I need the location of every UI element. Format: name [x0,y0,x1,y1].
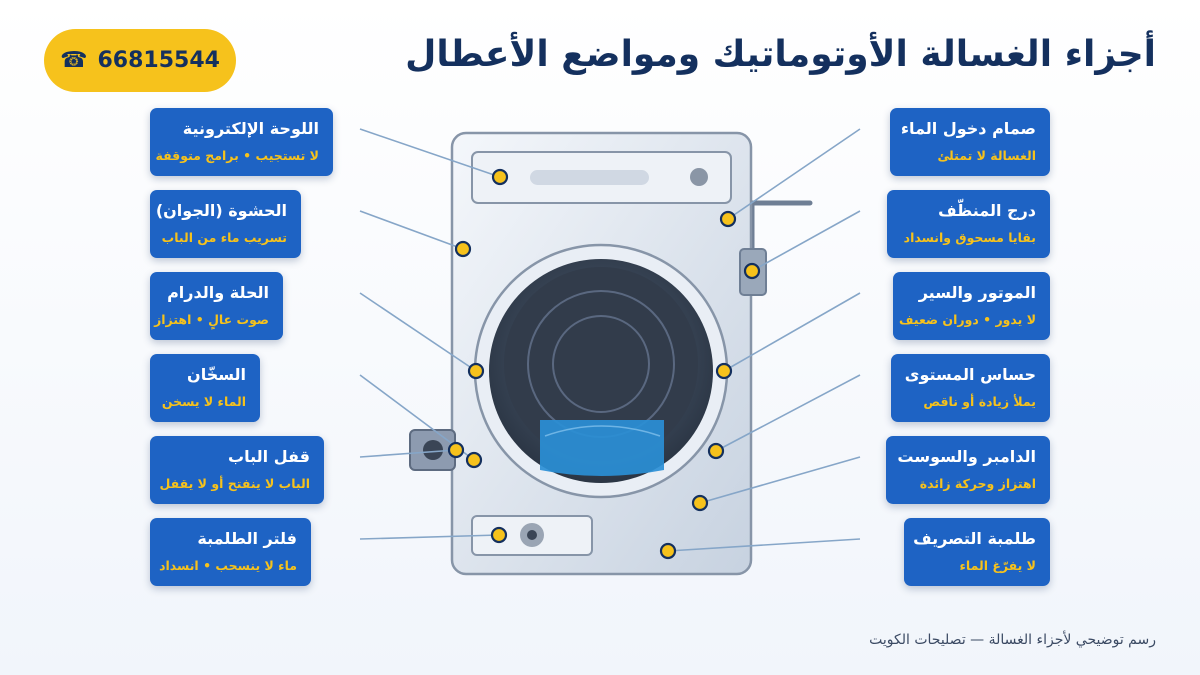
card-fault: الماء لا يسخن [161,394,246,409]
card-fault: لا تستجيب • برامج متوقفة [155,148,319,163]
card-fault: لا يفرّغ الماء [959,558,1036,573]
leader-line [727,128,861,220]
card-inlet-valve: صمام دخول الماء الغسالة لا تمتلئ [890,108,1050,176]
marker-dot-dampers-springs [691,494,709,512]
card-door-lock: قفل الباب الباب لا ينفتح أو لا يقفل [150,436,324,504]
card-detergent-drawer: درج المنظّف بقايا مسحوق وانسداد [887,190,1050,258]
card-title: اللوحة الإلكترونية [182,119,319,138]
marker-dot-control-board [491,168,509,186]
leader-line [359,449,457,458]
card-title: الدامبر والسوست [897,447,1036,466]
card-fault: صوت عالٍ • اهتزاز [154,312,269,327]
card-title: درج المنظّف [938,201,1036,220]
card-tub-drum: الحلة والدرام صوت عالٍ • اهتزاز [150,272,283,340]
leader-line [751,210,861,272]
card-heater: السخّان الماء لا يسخن [150,354,260,422]
marker-dot-pump-filter [490,526,508,544]
leader-line [359,210,464,250]
door-lock-hole [423,440,443,460]
card-fault: الباب لا ينفتح أو لا يقفل [159,476,310,491]
card-title: الحشوة (الجوان) [155,201,287,220]
card-motor-belt: الموتور والسير لا يدور • دوران ضعيف [893,272,1050,340]
drum-ring-inner [552,315,650,413]
marker-dot-heater [465,451,483,469]
marker-dot-motor-belt [715,362,733,380]
water-ripple [544,425,661,437]
card-title: السخّان [187,365,246,384]
card-title: طلمبة التصريف [913,529,1036,548]
card-title: الحلة والدرام [167,283,269,302]
filter-cap-center [527,530,537,540]
leader-line [359,534,500,540]
card-title: قفل الباب [228,447,310,466]
leader-line [667,538,861,552]
marker-dot-level-sensor [707,442,725,460]
card-title: الموتور والسير [918,283,1036,302]
leader-line [699,456,861,504]
panel-knob [690,168,708,186]
card-title: فلتر الطلمبة [197,529,297,548]
card-level-sensor: حساس المستوى يملأ زيادة أو ناقص [891,354,1050,422]
card-fault: تسريب ماء من الباب [161,230,287,245]
card-fault: اهتزاز وحركة زائدة [919,476,1036,491]
marker-dot-door-seal [454,240,472,258]
card-pump-filter: فلتر الطلمبة ماء لا ينسحب • انسداد [150,518,311,586]
phone-button[interactable]: ☎ 66815544 [44,29,236,92]
card-fault: يملأ زيادة أو ناقص [923,394,1036,409]
phone-number: 66815544 [97,48,220,73]
card-fault: ماء لا ينسحب • انسداد [159,558,297,573]
leader-line [723,292,861,372]
marker-dot-inlet-valve [719,210,737,228]
leader-line [715,374,861,452]
drum-inner [504,267,698,461]
marker-dot-tub-drum [467,362,485,380]
card-fault: لا يدور • دوران ضعيف [898,312,1036,327]
card-title: حساس المستوى [904,365,1036,384]
marker-dot-drain-pump [659,542,677,560]
panel-display [530,170,649,185]
marker-dot-door-lock [447,441,465,459]
footer-caption: رسم توضيحي لأجزاء الغسالة — تصليحات الكو… [869,632,1156,648]
phone-icon: ☎ [60,48,88,73]
card-fault: بقايا مسحوق وانسداد [903,230,1036,245]
marker-dot-detergent-drawer [743,262,761,280]
leader-line [359,128,501,178]
card-drain-pump: طلمبة التصريف لا يفرّغ الماء [904,518,1050,586]
card-fault: الغسالة لا تمتلئ [937,148,1036,163]
leader-line [359,292,477,372]
drum-water [540,420,664,476]
card-dampers-springs: الدامبر والسوست اهتزاز وحركة زائدة [886,436,1050,504]
card-door-seal: الحشوة (الجوان) تسريب ماء من الباب [150,190,301,258]
card-control-board: اللوحة الإلكترونية لا تستجيب • برامج متو… [150,108,333,176]
card-title: صمام دخول الماء [900,119,1036,138]
page-title: أجزاء الغسالة الأوتوماتيك ومواضع الأعطال [405,34,1156,75]
